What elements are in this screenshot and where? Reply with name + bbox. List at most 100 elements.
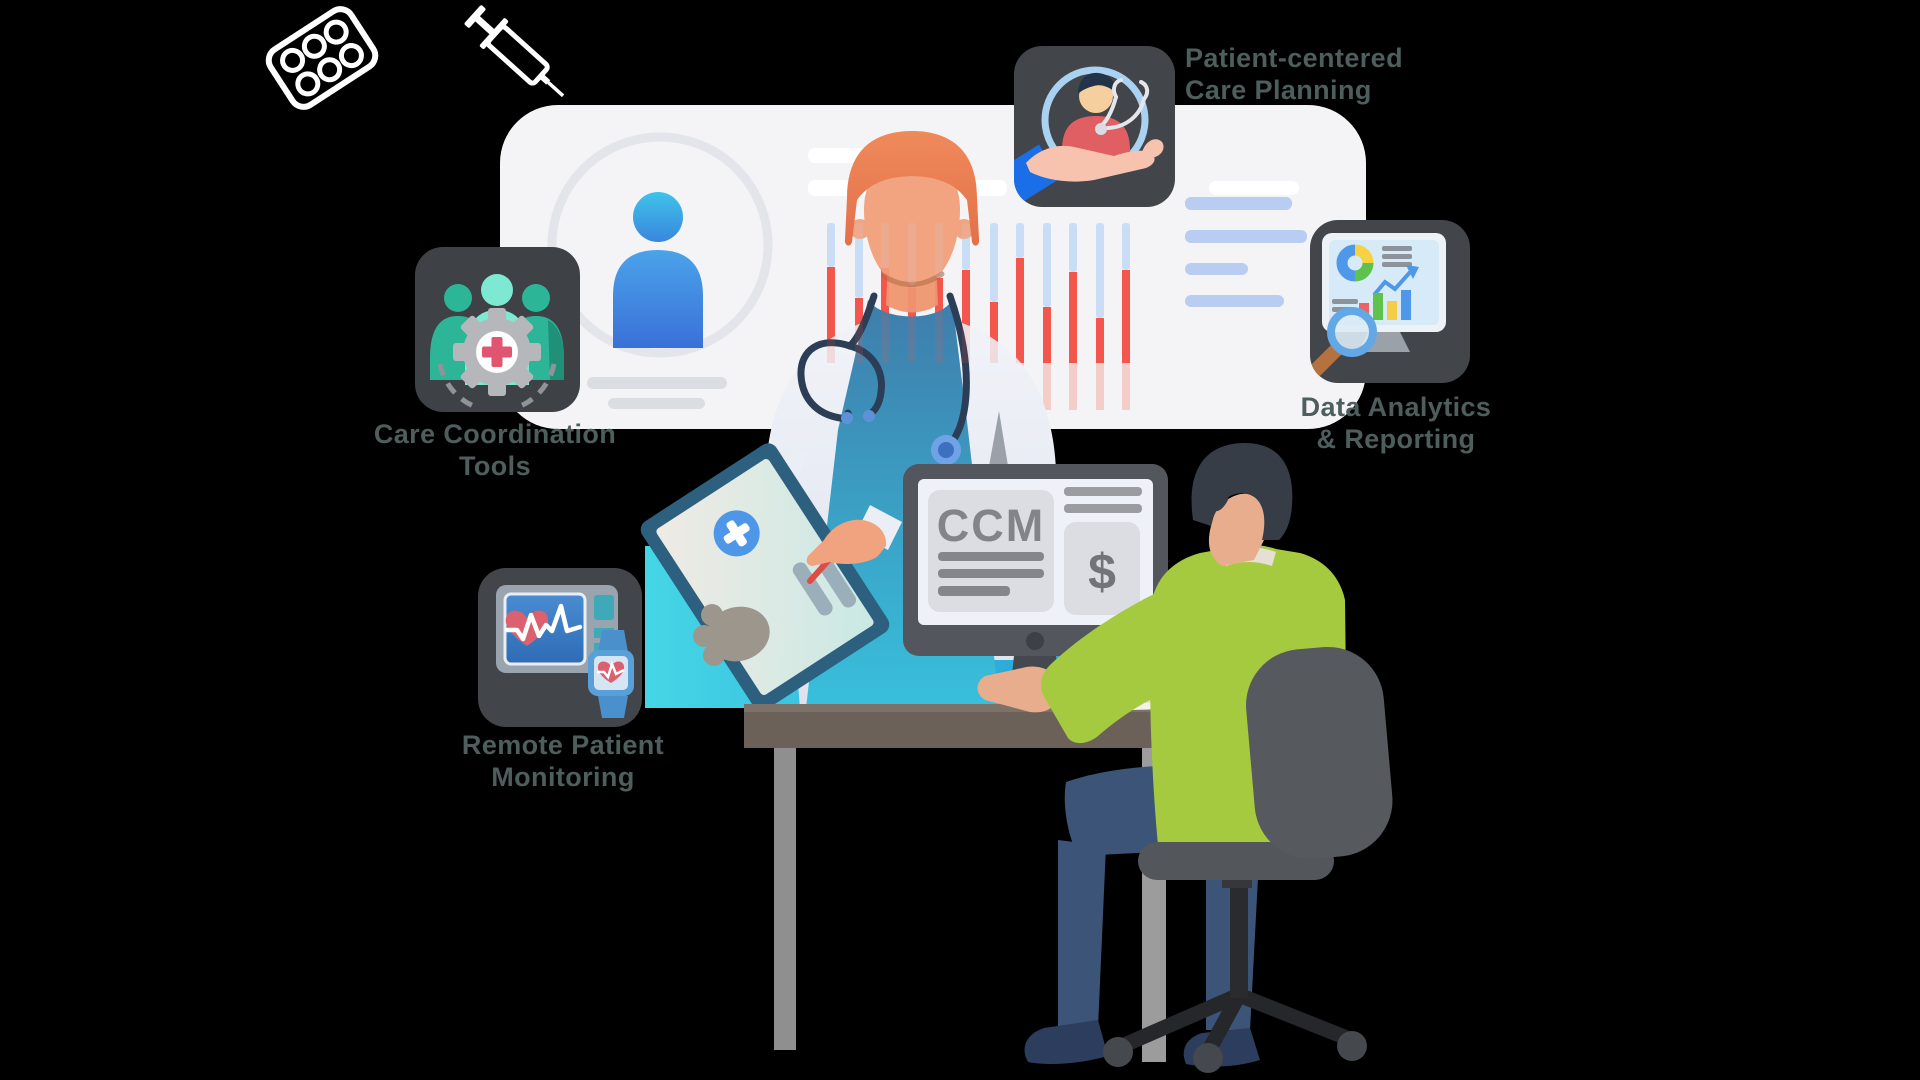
donut-chart-icon [1336,244,1374,282]
stethoscope-earbud-right [863,410,875,422]
analyst-calf [1058,840,1106,1028]
gloved-hand [693,604,770,666]
decorative-shape [1043,307,1051,363]
magnifier-icon [1310,307,1377,377]
syringe-icon [464,5,565,98]
decorative-shape [1069,272,1077,363]
decorative-shape [1096,318,1104,363]
decorative-shape [962,223,970,270]
chair-backrest [1246,646,1393,859]
decorative-shape [1069,223,1077,272]
decorative-shape [587,377,727,389]
decorative-shape [1069,272,1077,363]
chair-wheel [1103,1037,1133,1067]
decorative-shape [1043,361,1051,410]
billing-panel [1064,522,1140,615]
decorative-shape [1043,307,1051,363]
desk [744,704,1184,1062]
pills-blister-icon [265,6,379,110]
decorative-shape [1096,223,1104,318]
decorative-shape [827,223,835,267]
stethoscope-earbud-left [841,412,853,424]
decorative-shape [827,267,835,363]
decorative-shape [1043,223,1051,307]
decorative-shape [1096,223,1104,318]
dashed-arc [437,363,477,410]
user-avatar-icon [613,192,703,348]
analyst-face [1208,493,1267,566]
decorative-shape [1016,223,1024,258]
mini-chestpiece [1095,123,1107,135]
ccm-panel [928,490,1054,612]
decorative-shape [881,268,889,363]
chair-wheel [1337,1031,1367,1061]
decorative-shape [908,285,916,363]
desk-leg-left [774,748,796,1050]
screen-text-line [938,586,1010,596]
decorative-shape [990,302,998,363]
doctor-chin-shadow [881,271,945,287]
decorative-shape [908,223,916,285]
ecg-line-icon [504,603,583,642]
bar-chart-overlay [827,223,1130,363]
trend-arrow [1406,265,1419,279]
remote-monitoring-icon [478,568,642,727]
screen-text-line [938,552,1044,561]
monitor-ccm: CCM $ [903,464,1168,710]
doctor-hair [844,131,980,246]
dollar-sign: $ [1088,544,1116,600]
label-remote-monitoring: Remote Patient Monitoring [405,729,721,793]
analyst-hair [1191,442,1293,540]
decorative-shape [1185,197,1292,210]
decorative-shape [990,223,998,302]
care-coordination-icon [415,247,580,412]
stethoscope-chestpiece-center [938,442,954,458]
decorative-shape [1016,223,1024,258]
decorative-shape [1069,223,1077,272]
monitor-button [1026,632,1044,650]
clipboard-paper [656,459,874,695]
decorative-shape [1096,318,1104,363]
caring-thumb [1142,139,1164,158]
label-line: Remote Patient [461,730,665,760]
label-line: Tools [459,451,531,481]
label-line: Monitoring [491,762,635,792]
clipboard-group [640,443,902,711]
decorative-shape [1185,230,1307,243]
label-line: & Reporting [1316,424,1476,454]
decorative-shape [827,223,835,267]
data-analytics-icon [1310,220,1470,383]
patient-care-icon [1014,46,1175,207]
decorative-shape [1122,223,1130,270]
desk-top-edge [744,704,1184,712]
decorative-shape [827,267,835,363]
analyst-shoe-left [1024,1020,1108,1064]
gear-icon [453,308,541,396]
decorative-shape [962,270,970,363]
caring-hand [1026,145,1155,182]
mini-bar [1387,301,1397,320]
label-care-coordination: Care Coordination Tools [340,418,650,482]
office-chair [1103,646,1393,1073]
label-line: Patient-centered [1185,43,1403,73]
decorative-shape [1016,258,1024,363]
decorative-shape [855,223,863,298]
decorative-shape [935,223,943,278]
doctor-face [864,162,960,288]
ccm-text: CCM [937,500,1045,551]
chair-wheel [1193,1043,1223,1073]
screen-text-line [938,569,1044,578]
analyst-hand [977,666,1058,713]
patient-hair [1078,72,1116,94]
decorative-shape [1016,258,1024,363]
dashed-arc [517,363,557,410]
label-line: Care Coordination [373,419,617,449]
clipboard-line [792,562,833,616]
smartwatch-icon [588,630,634,718]
decorative-shape [881,223,889,268]
cross-horizontal [723,523,750,544]
pointing-hand [806,519,887,566]
decorative-shape [1122,361,1130,410]
